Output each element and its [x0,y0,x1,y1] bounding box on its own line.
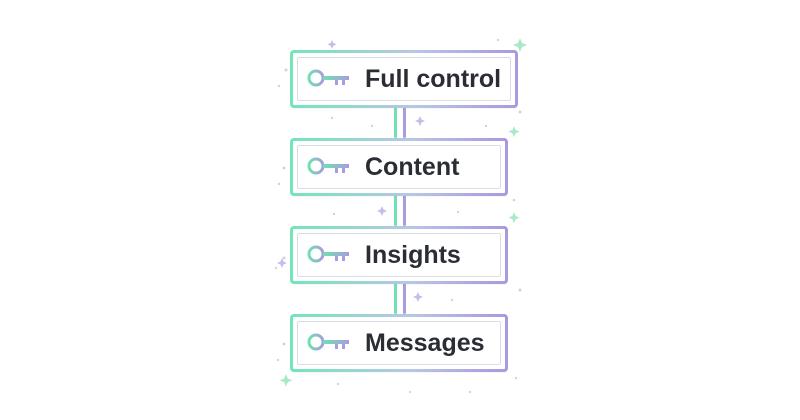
connector-line [394,282,406,314]
key-icon [307,69,349,87]
access-level-label: Messages [365,329,485,357]
access-level-label: Insights [365,241,461,269]
connector-line [394,106,406,138]
key-icon [307,333,349,351]
access-level-insights: Insights [290,226,508,284]
key-icon [307,157,349,175]
connector-line [394,194,406,226]
access-level-label: Content [365,153,460,181]
access-level-messages: Messages [290,314,508,372]
access-level-full-control: Full control [290,50,518,108]
access-level-label: Full control [365,65,502,93]
access-level-content: Content [290,138,508,196]
key-icon [307,245,349,263]
